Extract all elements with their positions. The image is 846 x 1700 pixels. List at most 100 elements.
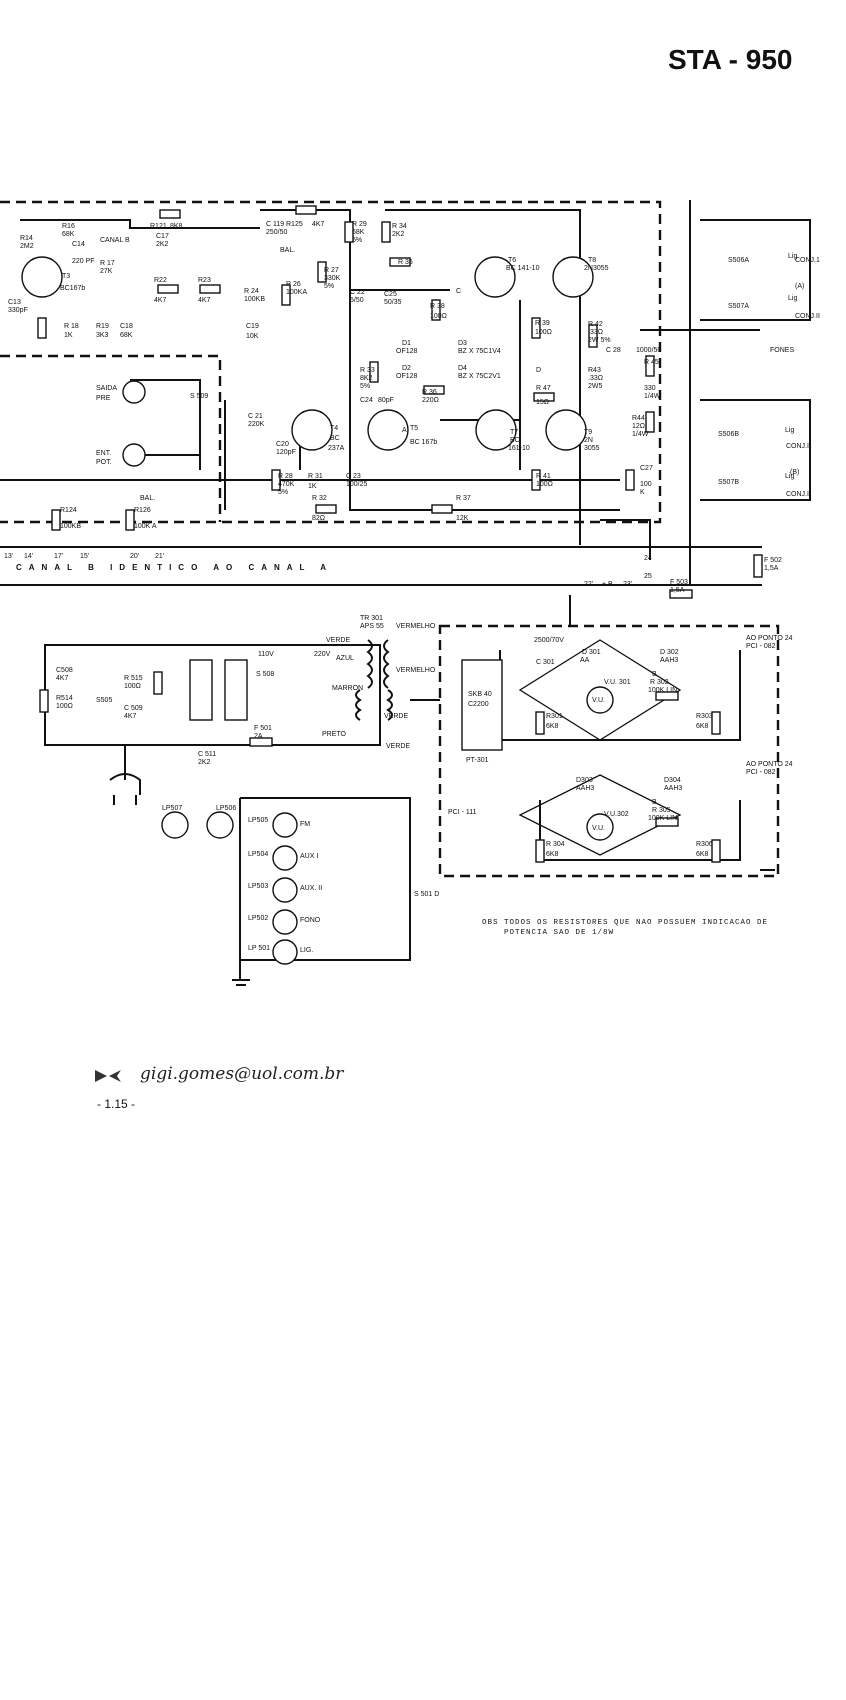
- svg-text:TR 301: TR 301: [360, 615, 383, 622]
- svg-text:68K: 68K: [62, 231, 75, 238]
- jack-saida: [122, 380, 146, 404]
- svg-text:13': 13': [4, 553, 13, 560]
- svg-text:R 42: R 42: [588, 321, 603, 328]
- svg-text:100K A: 100K A: [134, 523, 157, 530]
- svg-text:R 27: R 27: [324, 267, 339, 274]
- svg-text:K: K: [640, 489, 645, 496]
- svg-text:1000/50: 1000/50: [636, 347, 661, 354]
- svg-text:120pF: 120pF: [276, 449, 296, 456]
- svg-text:V.U.: V.U.: [592, 697, 605, 704]
- svg-text:470K: 470K: [278, 481, 295, 488]
- svg-text:D3: D3: [458, 340, 467, 347]
- svg-text:R301: R301: [546, 713, 563, 720]
- svg-text:1,5A: 1,5A: [764, 565, 779, 572]
- svg-text:6K8: 6K8: [546, 851, 559, 858]
- svg-text:1/4W: 1/4W: [644, 393, 661, 400]
- svg-text:S507A: S507A: [728, 303, 749, 310]
- svg-text:68K: 68K: [352, 229, 365, 236]
- svg-text:AAH3: AAH3: [576, 785, 594, 792]
- svg-text:OF128: OF128: [396, 373, 418, 380]
- svg-text:2N3055: 2N3055: [584, 265, 609, 272]
- transformer-tr301: [366, 639, 390, 689]
- svg-text:110V: 110V: [258, 651, 274, 658]
- svg-text:161-10: 161-10: [508, 445, 530, 452]
- svg-text:CONJ.1: CONJ.1: [795, 257, 820, 264]
- svg-text:100KB: 100KB: [60, 523, 81, 530]
- svg-text:MARRON: MARRON: [332, 685, 363, 692]
- svg-text:C: C: [456, 288, 461, 295]
- svg-text:R514: R514: [56, 695, 73, 702]
- svg-text:100KB: 100KB: [244, 296, 265, 303]
- svg-text:15': 15': [80, 553, 89, 560]
- svg-text:S 501 D: S 501 D: [414, 891, 439, 898]
- svg-text:2W5: 2W5: [588, 383, 603, 390]
- svg-text:1K: 1K: [64, 332, 73, 339]
- svg-text:25: 25: [644, 573, 652, 580]
- svg-text:S 509: S 509: [190, 393, 208, 400]
- svg-text:ENT.: ENT.: [96, 450, 111, 457]
- transistor-t4: [291, 409, 333, 451]
- svg-text:T8: T8: [588, 257, 596, 264]
- svg-text:C18: C18: [120, 323, 133, 330]
- svg-text:AAH3: AAH3: [660, 657, 678, 664]
- transistor-t3: [21, 256, 63, 298]
- svg-text:4K7: 4K7: [198, 297, 211, 304]
- svg-text:R121: R121: [150, 223, 167, 230]
- svg-text:R 45: R 45: [644, 359, 659, 366]
- svg-text:R 39: R 39: [535, 320, 550, 327]
- svg-text:R43: R43: [588, 367, 601, 374]
- lamp-lp501: [272, 939, 298, 965]
- svg-text:D4: D4: [458, 365, 467, 372]
- transistor-t7: [475, 409, 517, 451]
- power-board-outline: [438, 624, 780, 878]
- svg-text:VERMELHO: VERMELHO: [396, 623, 436, 630]
- svg-text:100Ω: 100Ω: [56, 703, 73, 710]
- svg-text:R 515: R 515: [124, 675, 143, 682]
- svg-text:12Ω: 12Ω: [632, 423, 645, 430]
- svg-text:VERDE: VERDE: [326, 637, 350, 644]
- svg-text:AUX I: AUX I: [300, 853, 318, 860]
- svg-text:S506B: S506B: [718, 431, 739, 438]
- svg-text:LP504: LP504: [248, 851, 268, 858]
- power-plug: [109, 745, 141, 805]
- lamp-lp502: [272, 909, 298, 935]
- obs-note-line1: OBS TODOS OS RESISTORES QUE NAO POSSUEM …: [482, 919, 768, 927]
- svg-text:AA: AA: [580, 657, 590, 664]
- svg-text:AUX. II: AUX. II: [300, 885, 322, 892]
- svg-text:24: 24: [644, 555, 652, 562]
- svg-text:.33Ω: .33Ω: [588, 375, 603, 382]
- svg-text:C2200: C2200: [468, 701, 489, 708]
- svg-text:R 41: R 41: [536, 473, 551, 480]
- svg-text:R14: R14: [20, 235, 33, 242]
- svg-text:C508: C508: [56, 667, 73, 674]
- svg-text:C 28: C 28: [606, 347, 621, 354]
- svg-text:D304: D304: [664, 777, 681, 784]
- svg-text:S506A: S506A: [728, 257, 749, 264]
- svg-text:V.U. 301: V.U. 301: [604, 679, 631, 686]
- svg-text:C 511: C 511: [198, 751, 216, 758]
- svg-text:LP506: LP506: [216, 805, 236, 812]
- svg-text:2N: 2N: [584, 437, 593, 444]
- svg-text:6K8: 6K8: [696, 851, 709, 858]
- svg-text:LP502: LP502: [248, 915, 268, 922]
- svg-text:PCI - 082: PCI - 082: [746, 769, 776, 776]
- svg-text:100Ω: 100Ω: [536, 481, 553, 488]
- svg-text:T6: T6: [508, 257, 516, 264]
- svg-text:220 PF: 220 PF: [72, 258, 95, 265]
- svg-text:100K LIN: 100K LIN: [648, 815, 677, 822]
- contact-email: gigi.gomes@uol.com.br: [140, 1064, 344, 1084]
- svg-text:D 301: D 301: [582, 649, 601, 656]
- svg-text:PRE: PRE: [96, 395, 111, 402]
- svg-text:T7: T7: [510, 429, 518, 436]
- svg-text:14': 14': [24, 553, 33, 560]
- svg-text:100Ω: 100Ω: [124, 683, 141, 690]
- svg-text:POT.: POT.: [96, 459, 112, 466]
- svg-text:20': 20': [130, 553, 139, 560]
- svg-text:4K7: 4K7: [124, 713, 137, 720]
- svg-text:BC 141-10: BC 141-10: [506, 265, 540, 272]
- svg-text:330pF: 330pF: [8, 307, 28, 314]
- svg-text:2500/70V: 2500/70V: [534, 637, 564, 644]
- svg-text:C13: C13: [8, 299, 21, 306]
- page-title: STA - 950: [668, 44, 793, 75]
- svg-text:2M2: 2M2: [20, 243, 34, 250]
